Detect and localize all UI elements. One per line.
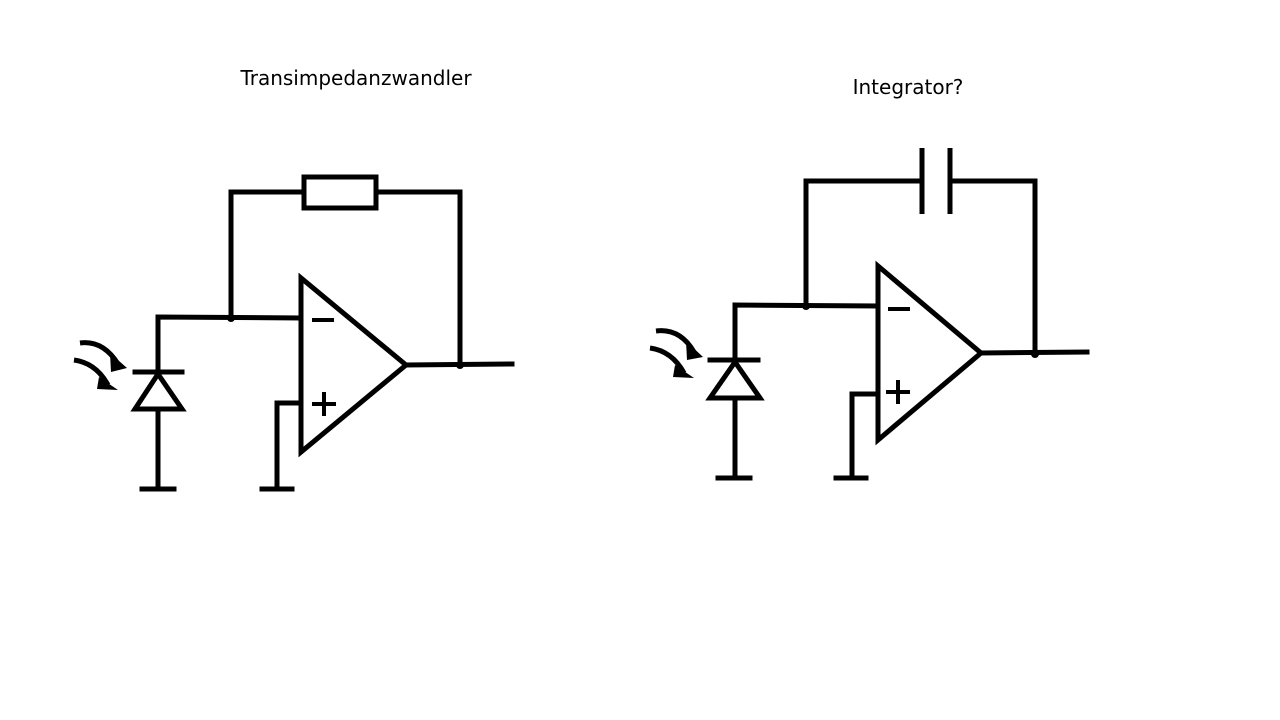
noninverting-input-wire — [849, 391, 881, 480]
integrator-circuit — [649, 148, 1090, 481]
feedback-wire-output-side — [947, 178, 1038, 357]
feedback-wire — [803, 178, 925, 309]
light-arrows-icon — [73, 340, 127, 390]
feedback-wire — [228, 189, 307, 321]
feedback-resistor — [301, 174, 379, 211]
photodiode-triangle — [130, 369, 187, 412]
opamp-triangle — [875, 260, 985, 446]
transimpedance-circuit — [73, 174, 515, 492]
junction-node — [1031, 350, 1039, 358]
junction-node — [456, 361, 464, 369]
integrator-title: Integrator? — [852, 75, 964, 99]
transimpedance-title: Transimpedanzwandler — [240, 66, 472, 90]
photodiode-triangle — [705, 357, 765, 401]
opamp-triangle — [298, 272, 410, 458]
junction-node — [802, 302, 810, 310]
light-arrows-icon — [649, 328, 703, 378]
inverting-input-wire — [155, 314, 304, 375]
feedback-wire-output-side — [373, 189, 463, 368]
inverting-input-wire — [732, 302, 881, 363]
junction-node — [227, 314, 235, 322]
noninverting-input-wire — [274, 400, 304, 491]
